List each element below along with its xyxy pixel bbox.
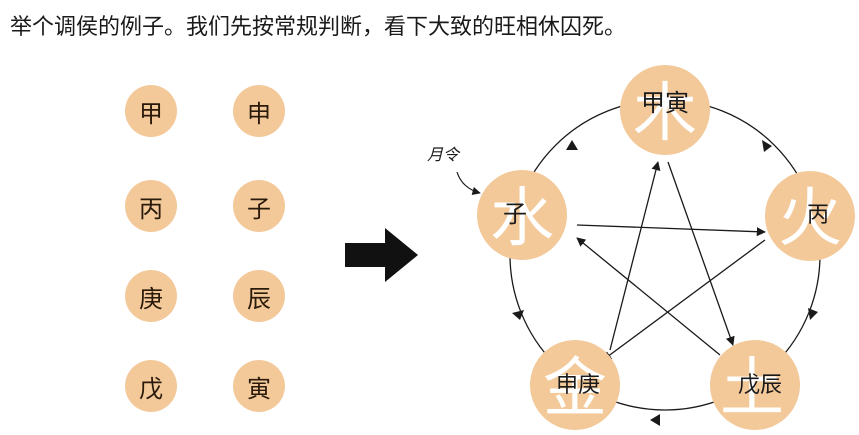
left-grid-cell: 寅: [233, 360, 285, 412]
stem-branch-chars: 丙: [807, 203, 829, 228]
stem-branch-chars: 甲寅: [641, 89, 689, 117]
element-char: 水: [490, 182, 554, 256]
element-char: 火: [778, 182, 842, 256]
stem-branch-chars: 戊辰: [738, 373, 782, 398]
cell-char: 戊: [139, 374, 163, 403]
cell-char: 辰: [247, 284, 271, 313]
left-grid-cell: 庚: [125, 270, 177, 322]
node-circle: [710, 340, 800, 430]
controlling-star: [576, 161, 766, 361]
left-grid-cell: 子: [233, 180, 285, 232]
element-char: 土: [720, 352, 784, 426]
node-earth: 土 戊辰: [710, 340, 800, 430]
right-arrow-icon: [345, 228, 418, 282]
element-char: 木: [633, 77, 697, 151]
left-grid-cell: 甲: [125, 85, 177, 137]
left-grid-cell: 丙: [125, 180, 177, 232]
node-fire: 火 丙: [765, 171, 855, 261]
node-metal: 金 申庚: [530, 340, 620, 430]
left-grid-cell: 戊: [125, 360, 177, 412]
month-pointer: [456, 171, 481, 196]
element-char: 金: [543, 352, 607, 426]
stem-branch-chars: 子: [503, 200, 527, 228]
left-grid-cell: 辰: [233, 270, 285, 322]
cell-char: 丙: [139, 194, 163, 223]
node-water: 水 子: [477, 170, 567, 260]
cell-char: 庚: [139, 284, 163, 313]
node-circle: [765, 171, 855, 261]
node-circle: [477, 170, 567, 260]
left-grid-cell: 申: [233, 85, 285, 137]
cell-char: 甲: [139, 99, 163, 128]
cycle-arrowheads: [512, 140, 818, 426]
node-wood: 木 甲寅: [620, 65, 710, 155]
month-label: 月令: [427, 145, 461, 164]
cell-char: 申: [247, 99, 271, 128]
page-title: 举个调侯的例子。我们先按常规判断，看下大致的旺相休囚死。: [10, 15, 627, 40]
cell-char: 寅: [247, 374, 271, 403]
cell-char: 子: [247, 194, 271, 223]
node-circle: [620, 65, 710, 155]
node-circle: [530, 340, 620, 430]
stem-branch-chars: 申庚: [556, 373, 600, 398]
